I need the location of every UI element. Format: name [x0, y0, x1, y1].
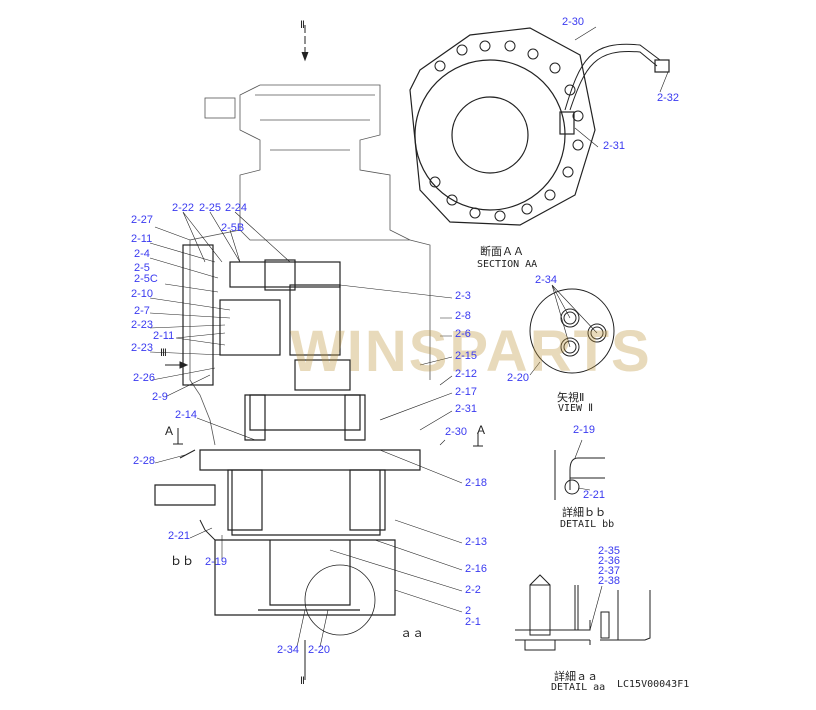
callout: 2-11	[131, 233, 153, 245]
callout: 2-32	[657, 92, 680, 104]
callout: 2-20	[308, 644, 331, 656]
callout: 2-3	[455, 290, 471, 302]
callout: 2-15	[455, 350, 478, 362]
callout: 2-31	[455, 403, 478, 415]
callout: 2-24	[225, 202, 248, 214]
callout: 2-23	[131, 319, 154, 331]
callout: 2-6	[455, 328, 471, 340]
detail-aa-caption: DETAIL aa	[551, 682, 606, 693]
callout: 2-14	[175, 409, 198, 421]
drawing-code: LC15V00043F1	[617, 679, 690, 690]
callout: 2-7	[134, 305, 150, 317]
callout: 2-9	[152, 391, 168, 403]
callout: 2-21	[583, 489, 606, 501]
callout: 2-30	[562, 16, 585, 28]
callout: 2-25	[199, 202, 222, 214]
callout: 2-20	[507, 372, 530, 384]
watermark: WINSPARTS	[290, 319, 652, 384]
callout: 2-19	[573, 424, 596, 436]
view-ii-marker-bottom: Ⅱ	[300, 676, 305, 687]
callout: 2-22	[172, 202, 195, 214]
callout: 2-18	[465, 477, 488, 489]
detail-bb-caption-jp: 詳細ｂｂ	[562, 507, 606, 519]
section-aa-caption-jp: 断面ＡＡ	[480, 246, 524, 258]
callout: 2-28	[133, 455, 156, 467]
callout: 2-30	[445, 426, 468, 438]
section-a-marker-right: A	[477, 423, 486, 437]
callout: 2-2	[465, 584, 481, 596]
callout: 2-38	[598, 575, 621, 587]
detail-bb-caption: DETAIL bb	[560, 519, 615, 530]
detail-aa-marker: ａａ	[400, 626, 425, 640]
callout: 2-12	[455, 368, 478, 380]
callout: 2-4	[134, 248, 150, 260]
callout: 2-21	[168, 530, 191, 542]
callout: 2-31	[603, 140, 626, 152]
callout: 2-5	[134, 262, 150, 274]
callout: 2-34	[277, 644, 300, 656]
callout: 2-11	[153, 330, 175, 342]
section-aa-caption: SECTION AA	[477, 259, 538, 270]
view-iii-marker: Ⅲ	[160, 348, 167, 359]
callout: 2	[465, 605, 472, 617]
callout: 2-27	[131, 214, 154, 226]
detail-bb-marker: ｂｂ	[170, 554, 195, 568]
callout: 2-36	[598, 555, 621, 567]
view-ii-caption: VIEW Ⅱ	[558, 403, 594, 414]
callout: 2-35	[598, 545, 621, 557]
view-ii-marker-top: Ⅱ	[300, 20, 305, 31]
callout: 2-8	[455, 310, 471, 322]
callout: 2-10	[131, 288, 154, 300]
detail-aa-caption-jp: 詳細ａａ	[554, 671, 598, 683]
callout: 2-19	[205, 556, 228, 568]
callout: 2-37	[598, 565, 621, 577]
callout: 2-26	[133, 372, 156, 384]
section-a-marker-left: A	[165, 424, 174, 438]
callout: 2-23	[131, 342, 154, 354]
view-ii-caption-jp: 矢視Ⅱ	[557, 392, 585, 404]
callout: 2-5B	[221, 222, 245, 234]
callout: 2-13	[465, 536, 488, 548]
callout: 2-5C	[134, 273, 158, 285]
callout: 2-16	[465, 563, 488, 575]
callout: 2-34	[535, 274, 558, 286]
callout: 2-17	[455, 386, 478, 398]
callout: 2-1	[465, 616, 481, 628]
